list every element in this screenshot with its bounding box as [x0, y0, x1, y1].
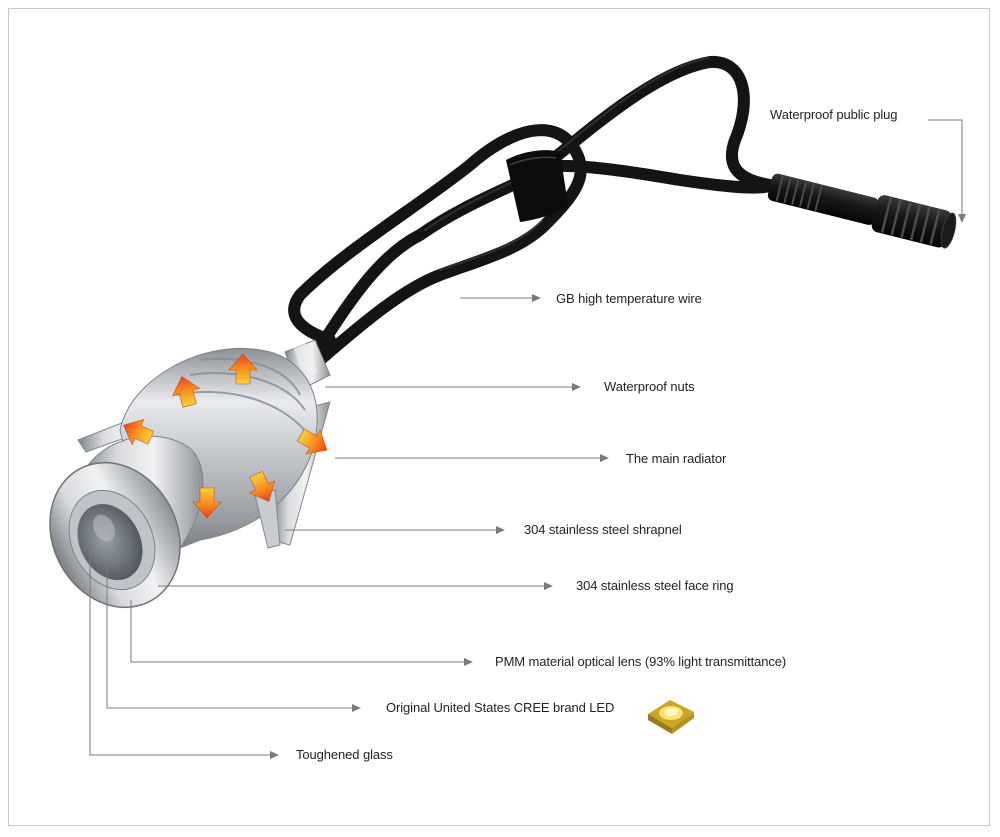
optical-lens [77, 503, 143, 581]
label-face-ring: 304 stainless steel face ring [576, 578, 734, 593]
label-waterproof-plug: Waterproof public plug [770, 107, 898, 122]
leader-lines [89, 119, 966, 759]
label-wire: GB high temperature wire [556, 291, 702, 306]
label-optical-lens: PMM material optical lens (93% light tra… [495, 654, 787, 669]
lamp-body [49, 339, 331, 609]
diagram-frame [8, 8, 990, 826]
label-main-radiator: The main radiator [626, 451, 727, 466]
led-chip-icon [648, 700, 694, 734]
label-toughened-glass: Toughened glass [296, 747, 393, 762]
label-shrapnel: 304 stainless steel shrapnel [524, 522, 682, 537]
connector-plug-icon [767, 173, 957, 249]
cable-tie [506, 150, 568, 222]
label-cree-led: Original United States CREE brand LED [386, 700, 615, 715]
label-waterproof-nuts: Waterproof nuts [604, 379, 695, 394]
